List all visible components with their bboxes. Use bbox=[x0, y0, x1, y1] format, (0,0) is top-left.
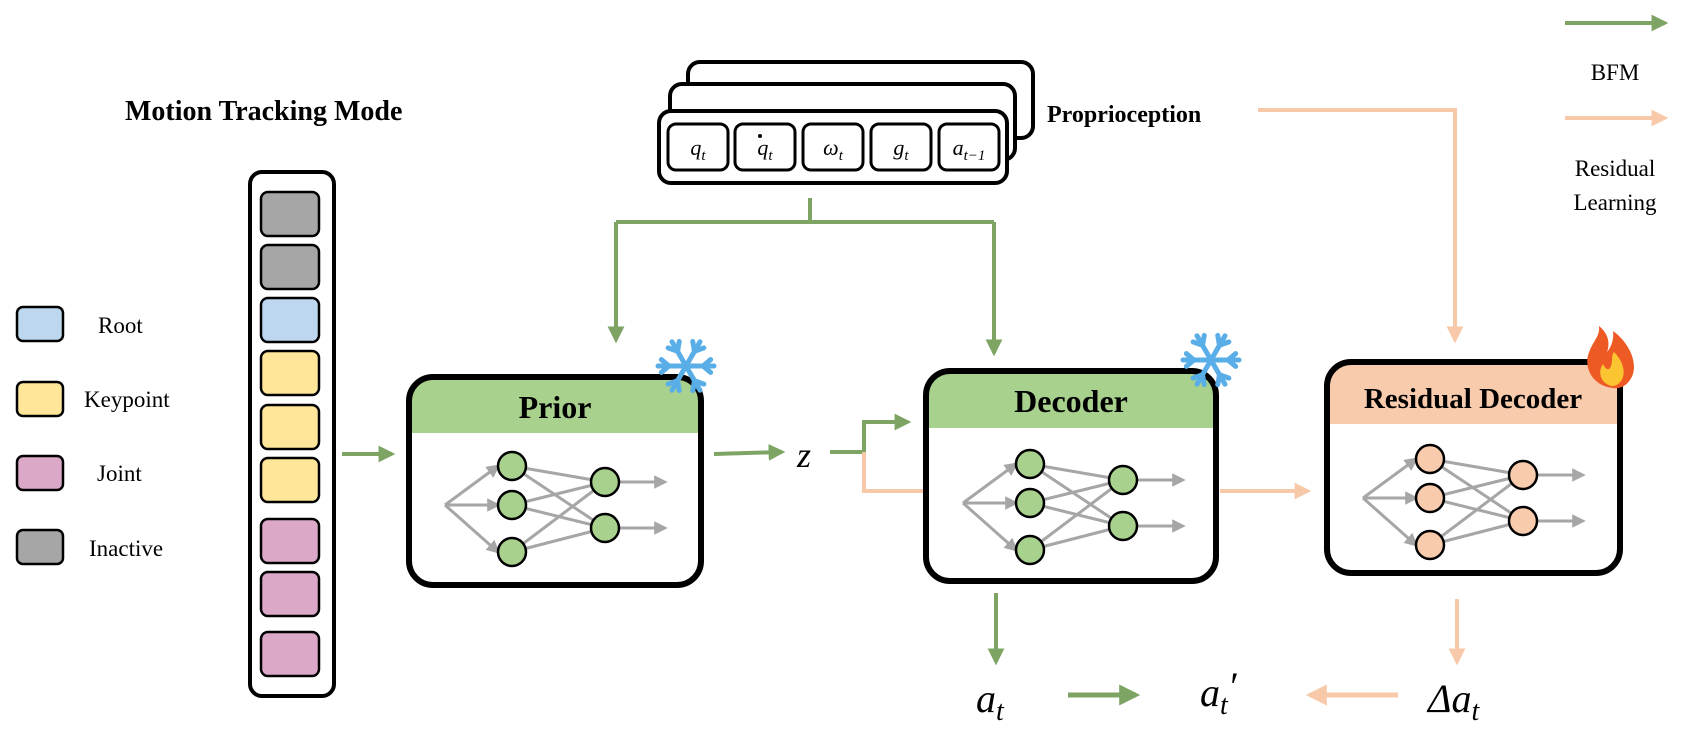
legend-item-inactive: Inactive bbox=[15, 528, 163, 566]
arrow-legend-bfm-label: BFM bbox=[1591, 60, 1640, 85]
arrow-z-bypass bbox=[862, 452, 924, 493]
legend: Root Keypoint Joint Inactive bbox=[15, 305, 170, 566]
diagram-title: Motion Tracking Mode bbox=[125, 96, 402, 127]
arrow-legend: BFM Residual Learning bbox=[1565, 14, 1669, 215]
legend-item-root: Root bbox=[15, 305, 143, 343]
token-cell-keypoint bbox=[259, 403, 321, 451]
legend-label-joint: Joint bbox=[97, 461, 142, 486]
svg-text:qt: qt bbox=[690, 135, 706, 164]
prior-header bbox=[409, 377, 701, 433]
token-cell-keypoint bbox=[259, 456, 321, 504]
token-cell-keypoint bbox=[259, 349, 321, 397]
output-a-t: at bbox=[976, 676, 1005, 727]
legend-swatch-keypoint bbox=[15, 380, 65, 418]
arrow-prior-to-z bbox=[713, 443, 786, 461]
prior-block: Prior bbox=[406, 374, 704, 588]
legend-label-keypoint: Keypoint bbox=[84, 387, 170, 412]
proprio-cell: qt bbox=[666, 122, 730, 172]
output-delta-a-t: Δat bbox=[1426, 676, 1480, 727]
residual-decoder-block: Residual Decoder bbox=[1324, 359, 1623, 576]
decoder-frame bbox=[923, 368, 1219, 584]
legend-item-keypoint: Keypoint bbox=[15, 380, 170, 418]
proprioception-stack: qt qt ωt gt at−1 bbox=[657, 60, 1035, 185]
token-cell-joint bbox=[259, 517, 321, 565]
arrow-legend-residual-label-2: Learning bbox=[1573, 190, 1657, 215]
token-cell-root bbox=[259, 296, 321, 344]
token-cell-inactive bbox=[259, 243, 321, 291]
residual-header bbox=[1327, 362, 1620, 424]
legend-label-root: Root bbox=[98, 313, 143, 338]
legend-swatch-root bbox=[15, 305, 65, 343]
residual-label: Residual Decoder bbox=[1364, 383, 1582, 415]
arrow-z-to-decoder bbox=[830, 413, 912, 454]
legend-swatch-joint bbox=[15, 454, 65, 492]
prior-label: Prior bbox=[519, 389, 592, 425]
residual-frame bbox=[1324, 359, 1623, 576]
decoder-label: Decoder bbox=[1014, 383, 1128, 419]
legend-swatch-inactive bbox=[15, 528, 65, 566]
snowflake-icon bbox=[1180, 332, 1242, 388]
decoder-network-icon bbox=[962, 448, 1186, 566]
legend-label-inactive: Inactive bbox=[89, 536, 163, 561]
token-column bbox=[248, 170, 336, 698]
proprio-cell: qt bbox=[733, 122, 797, 172]
proprio-cell: ωt bbox=[801, 122, 865, 172]
prior-network-icon bbox=[444, 450, 668, 568]
decoder-header bbox=[926, 371, 1216, 428]
token-cell-joint bbox=[259, 570, 321, 618]
arrow-legend-residual-label-1: Residual bbox=[1575, 156, 1656, 181]
output-a-t-prime: at′ bbox=[1200, 664, 1238, 721]
proprio-cell: gt bbox=[869, 122, 933, 172]
proprioception-label: Proprioception bbox=[1047, 102, 1201, 128]
residual-network-icon bbox=[1362, 443, 1586, 561]
fire-icon bbox=[1587, 326, 1634, 389]
decoder-block: Decoder bbox=[923, 368, 1219, 584]
legend-item-joint: Joint bbox=[15, 454, 142, 492]
snowflake-icon bbox=[655, 338, 717, 394]
svg-text:qt: qt bbox=[757, 135, 773, 164]
svg-text:gt: gt bbox=[893, 135, 909, 164]
svg-text:at−1: at−1 bbox=[953, 135, 986, 164]
arrow-proprio-to-residual bbox=[1258, 108, 1464, 344]
proprio-cell: at−1 bbox=[937, 122, 1001, 172]
latent-z: z bbox=[796, 435, 811, 475]
prior-frame bbox=[406, 374, 704, 588]
svg-text:ωt: ωt bbox=[823, 135, 844, 164]
token-cell-inactive bbox=[259, 190, 321, 238]
token-cell-joint bbox=[259, 630, 321, 678]
